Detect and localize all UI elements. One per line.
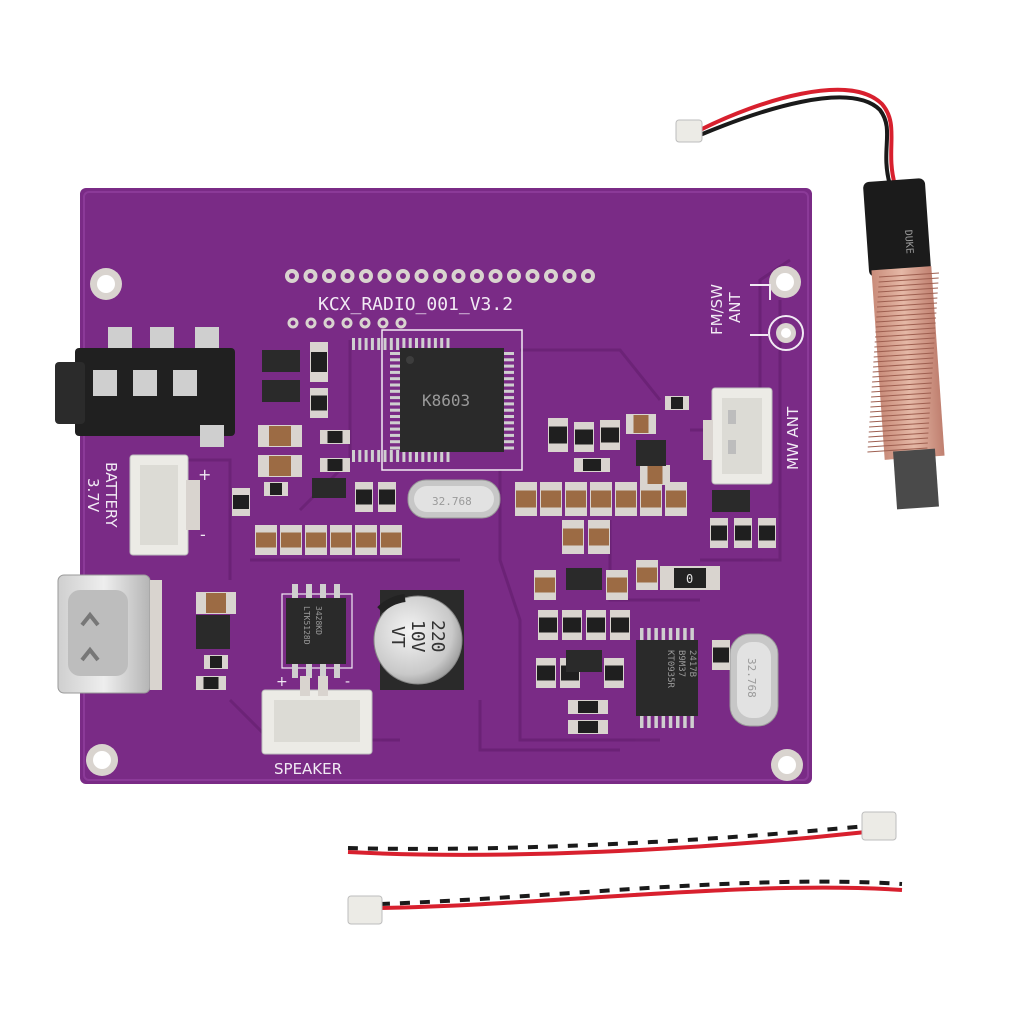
battery-voltage-label: 3.7V [84,478,102,513]
battery-minus-mark: - [200,525,206,544]
zero-ohm-label: 0 [686,572,693,586]
speaker-plus-mark: + [276,674,288,690]
sot-components [196,350,750,672]
jst-plug-icon [861,811,897,841]
mounting-holes [86,266,803,781]
speaker-cable-2 [347,879,903,925]
ferrite-antenna-lead: DUKE [675,87,945,510]
cap-value-label: 220 [427,620,448,653]
mw-antenna-connector [703,387,773,485]
pcb-board: KCX_RADIO_001_V3.2 FM/SW ANT MW ANT [55,188,812,784]
amplifier-chip: LTK5128D 3428KD [281,584,353,678]
electrolytic-capacitor: 220 10V VT [373,590,464,690]
crystal-oscillator-1: 32.768 [407,479,501,519]
crystal2-label: 32.768 [745,658,758,698]
battery-plus-mark: + [198,465,211,484]
main-chip-label: K8603 [422,391,470,410]
fm-sw-ant-label: ANT [726,292,744,323]
svg-text:DUKE: DUKE [902,229,915,254]
header-pads-small [287,317,407,329]
fm-sw-label: FM/SW [708,284,726,335]
amp-chip-line2: 3428KD [314,606,323,635]
crystal1-label: 32.768 [432,495,472,508]
cap-series-label: VT [387,626,408,648]
usb-c-port [57,574,162,694]
main-radio-chip: K8603 [352,329,523,471]
battery-connector [129,454,200,556]
dsp-chip-line3: 2417B [687,650,697,677]
dsp-chip-line2: B9M37 [676,650,686,677]
amp-chip-line1: LTK5128D [302,606,311,645]
speaker-cable-1 [347,811,897,857]
board-title: KCX_RADIO_001_V3.2 [318,294,513,315]
battery-label: BATTERY [102,462,120,528]
dsp-chip: KT0935R B9M37 2417B [636,628,698,728]
speaker-label: SPEAKER [274,760,342,778]
cap-voltage-label: 10V [407,620,428,653]
smd-components [196,342,776,734]
speaker-minus-mark: - [345,674,350,690]
mw-ant-label: MW ANT [784,406,802,470]
crystal-oscillator-2: 32.768 [729,633,779,727]
speaker-connector [261,676,373,755]
audio-jack [55,327,235,447]
header-pads [285,269,595,283]
zero-ohm-resistor: 0 [660,566,720,590]
jst-plug-icon [347,895,383,925]
jst-plug-icon [675,119,703,143]
fm-antenna-pad [750,284,804,351]
dsp-chip-line1: KT0935R [665,650,675,689]
